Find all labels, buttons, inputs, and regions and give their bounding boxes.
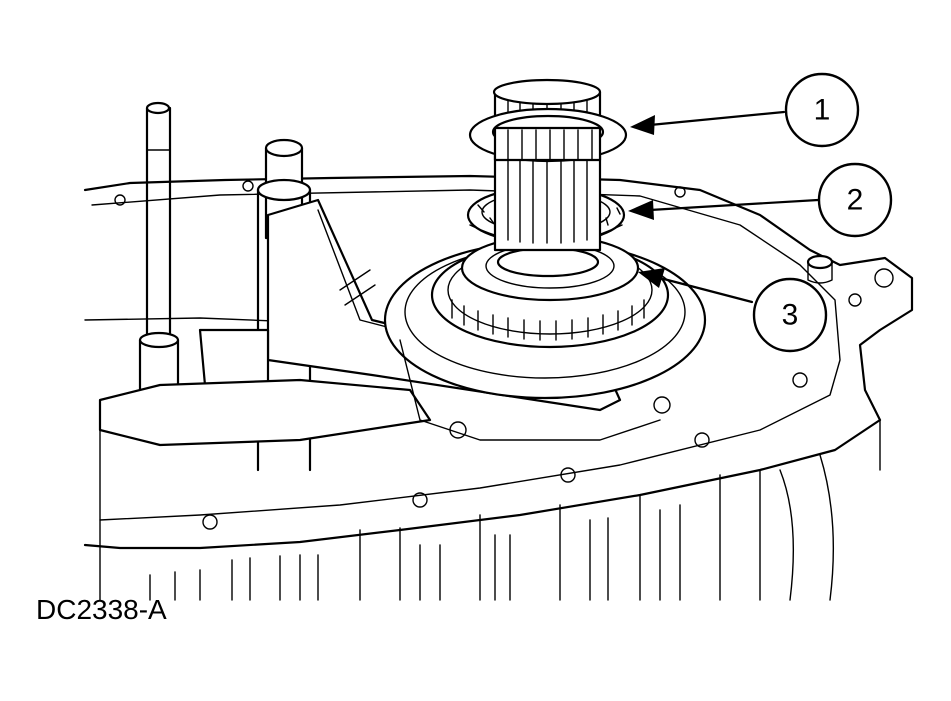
- callout-2-label: 2: [847, 184, 864, 217]
- callout-2: 2: [817, 162, 893, 238]
- shift-rail: [138, 101, 180, 412]
- callout-1-label: 1: [814, 94, 831, 127]
- mainshaft: [492, 78, 602, 252]
- gear-teeth: [451, 299, 645, 341]
- leader-arrow-3: [638, 268, 754, 304]
- shift-fork: [98, 198, 622, 447]
- callout-3-label: 3: [782, 299, 799, 332]
- leader-arrow-2: [628, 198, 820, 220]
- thrust-washer-part1: [468, 107, 628, 163]
- callout-3: 3: [752, 277, 828, 353]
- callout-1: 1: [784, 72, 860, 148]
- case-lower-housing: [84, 317, 881, 601]
- thrust-washer-part3: [460, 234, 640, 302]
- leader-arrow-1: [630, 110, 786, 135]
- figure-id-label: DC2338-A: [36, 594, 167, 625]
